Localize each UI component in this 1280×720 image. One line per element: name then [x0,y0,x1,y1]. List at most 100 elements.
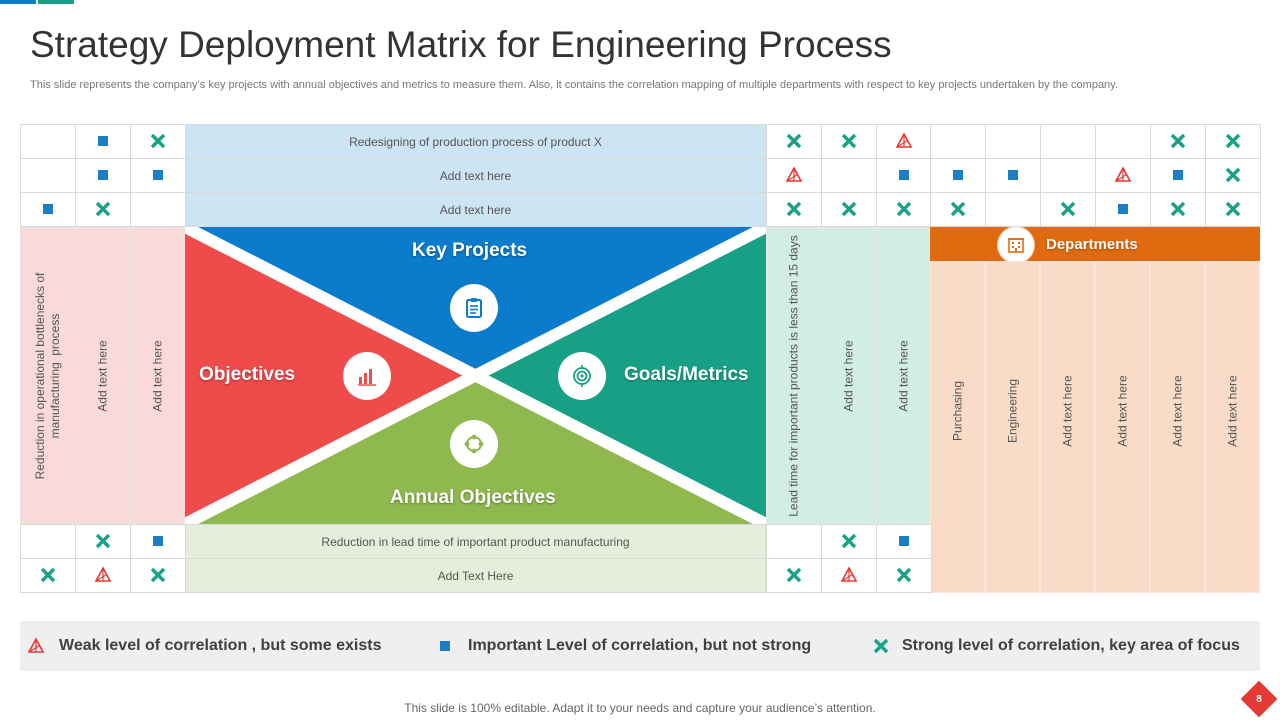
strong-correlation-mark [130,558,185,592]
important-correlation-mark [876,158,931,192]
matrix-cell [1095,124,1151,159]
important-correlation-mark [930,158,985,192]
strong-correlation-mark [75,192,130,226]
department-label: Engineering [1005,378,1019,443]
goal-text-2: Add text here [841,339,856,412]
objectives-label: Objectives [199,364,296,385]
bar-chart-icon [343,352,391,400]
important-correlation-mark [75,158,130,192]
strong-correlation-mark [130,124,185,158]
matrix-cell [930,124,986,159]
key-project-row-1: Redesigning of production process of pro… [185,124,766,159]
objective-text-1: Reduction in operational bottlenecks of … [33,272,62,479]
goals-metrics-label: Goals/Metrics [624,364,749,385]
annual-objectives-label: Annual Objectives [390,487,556,508]
annual-objective-row-2: Add Text Here [185,558,766,593]
objectives-quadrant [185,227,471,524]
strong-correlation-mark [1205,124,1260,158]
legend-important-label: Important Level of correlation, but not … [468,637,812,654]
departments-header [930,227,1260,261]
slide-subtitle: This slide represents the company’s key … [30,79,1118,91]
goal-text-1: Lead time for important products is less… [786,234,801,517]
strong-correlation-mark [1150,192,1205,226]
department-col-4: Add text here [1095,261,1150,593]
objective-col-3: Add text here [130,227,186,524]
objective-text-2: Add text here [95,339,110,412]
strong-correlation-mark [930,192,985,226]
department-col-3: Add text here [1040,261,1095,593]
top-decor-bar-blue [0,0,36,4]
strong-correlation-mark [1150,124,1205,158]
slide-footer: This slide is 100% editable. Adapt it to… [404,701,876,715]
matrix-cell [20,524,76,559]
strong-correlation-mark [821,524,876,558]
strong-correlation-mark [1205,192,1260,226]
legend: Weak level of correlation , but some exi… [20,621,1260,671]
top-decor-bar-teal [38,0,74,4]
departments-header-label: Departments [1046,236,1138,253]
annual-objective-row-1: Reduction in lead time of important prod… [185,524,766,559]
strong-correlation-mark [1040,192,1095,226]
important-correlation-mark [985,158,1040,192]
goals-metrics-quadrant [480,227,766,524]
weak-correlation-mark [1095,158,1150,192]
department-col-1: Purchasing [930,261,985,593]
target-icon [558,352,606,400]
strong-correlation-mark [20,558,75,592]
strong-correlation-mark [821,124,876,158]
matrix-cell [821,158,877,193]
objective-col-1: Reduction in operational bottlenecks of … [20,227,76,524]
important-correlation-mark [75,124,130,158]
matrix-cell [20,158,76,193]
matrix-cell [130,192,186,227]
key-project-row-3: Add text here [185,192,766,227]
important-correlation-mark [1150,158,1205,192]
triangle-mark-icon [26,636,46,656]
matrix-cell [985,124,1041,159]
matrix-cell [766,524,822,559]
goal-text-3: Add text here [896,339,911,412]
important-correlation-mark [130,158,185,192]
strong-correlation-mark [876,192,931,226]
strong-correlation-mark [766,558,821,592]
strong-correlation-mark [876,558,931,592]
department-col-5: Add text here [1150,261,1205,593]
strong-correlation-mark [821,192,876,226]
objective-text-3: Add text here [150,339,165,412]
goal-col-3: Add text here [876,227,932,524]
goal-col-2: Add text here [821,227,877,524]
key-project-row-2: Add text here [185,158,766,193]
matrix-cell [1040,158,1096,193]
strong-correlation-mark [75,524,130,558]
department-label: Add text here [1060,374,1074,447]
key-projects-label: Key Projects [412,240,528,261]
matrix-cell [130,124,186,159]
important-correlation-mark [20,192,75,226]
weak-correlation-mark [876,124,931,158]
department-col-6: Add text here [1205,261,1260,593]
weak-correlation-mark [766,158,821,192]
important-correlation-mark [876,524,931,558]
strong-correlation-mark [766,192,821,226]
cycle-icon [450,420,498,468]
matrix-cell [20,558,76,593]
slide-title: Strategy Deployment Matrix for Engineeri… [30,24,892,65]
strong-correlation-mark [766,124,821,158]
strong-correlation-mark [1205,158,1260,192]
page-number: 8 [1256,693,1262,705]
department-label: Purchasing [950,380,964,441]
goal-col-1: Lead time for important products is less… [766,227,822,524]
legend-weak-label: Weak level of correlation , but some exi… [59,637,382,654]
matrix-cell [1040,124,1096,159]
department-label: Add text here [1115,374,1129,447]
square-mark-icon [440,641,450,651]
matrix-cell [20,124,76,159]
cross-mark-icon [872,637,890,655]
weak-correlation-mark [75,558,130,592]
legend-strong-label: Strong level of correlation, key area of… [902,637,1240,654]
building-icon [997,226,1035,264]
department-label: Add text here [1225,374,1239,447]
clipboard-icon [450,284,498,332]
important-correlation-mark [130,524,185,558]
department-col-2: Engineering [985,261,1040,593]
